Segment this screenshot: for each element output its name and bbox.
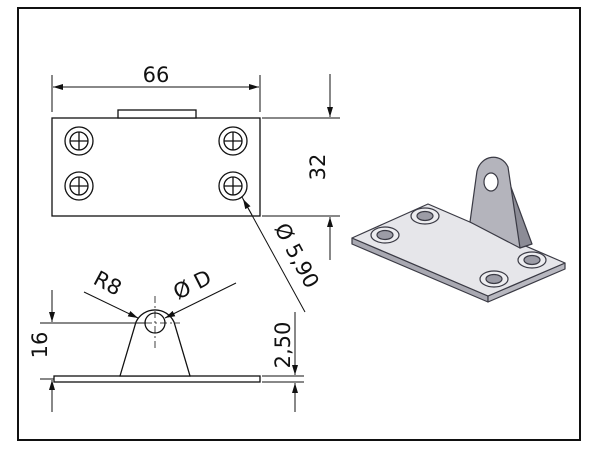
- front-view-base-plate: [53, 375, 261, 383]
- dimension-width: [51, 75, 261, 112]
- top-view: [51, 109, 261, 217]
- iso-lug-bore: [483, 172, 499, 192]
- top-view-lug-edge: [117, 109, 197, 119]
- dimension-height: [262, 74, 340, 260]
- dimension-bore-label: Ø D: [169, 265, 215, 304]
- iso-hole-back: [410, 207, 440, 225]
- dimension-lug-height-label: 16: [28, 332, 52, 359]
- iso-lug-face: [469, 156, 521, 249]
- dimension-width-label: 66: [143, 63, 170, 87]
- dimension-hole-diameter-label: Ø 5,90: [270, 219, 324, 292]
- dimension-radius: [83, 291, 139, 319]
- dimension-bore: [164, 282, 237, 319]
- top-view-hole-bottom-left: [64, 171, 94, 201]
- top-view-hole-top-right: [218, 126, 248, 156]
- dimension-thickness-label: 2,50: [271, 322, 295, 369]
- front-view: [53, 309, 261, 383]
- front-view-centerlines: [130, 296, 180, 350]
- dimension-height-label: 32: [306, 154, 330, 181]
- dimension-thickness: [262, 312, 304, 412]
- isometric-view: [351, 156, 566, 303]
- dimension-lug-height: [40, 290, 146, 412]
- dimension-radius-label: R8: [90, 266, 126, 300]
- top-view-hole-bottom-right: [218, 171, 248, 201]
- iso-hole-front: [479, 270, 509, 288]
- iso-hole-right: [517, 251, 547, 269]
- dimension-hole-diameter: [241, 196, 306, 313]
- top-view-hole-top-left: [64, 126, 94, 156]
- iso-hole-left: [370, 226, 400, 244]
- sheet-border: [17, 7, 581, 441]
- iso-plate-top: [351, 203, 566, 297]
